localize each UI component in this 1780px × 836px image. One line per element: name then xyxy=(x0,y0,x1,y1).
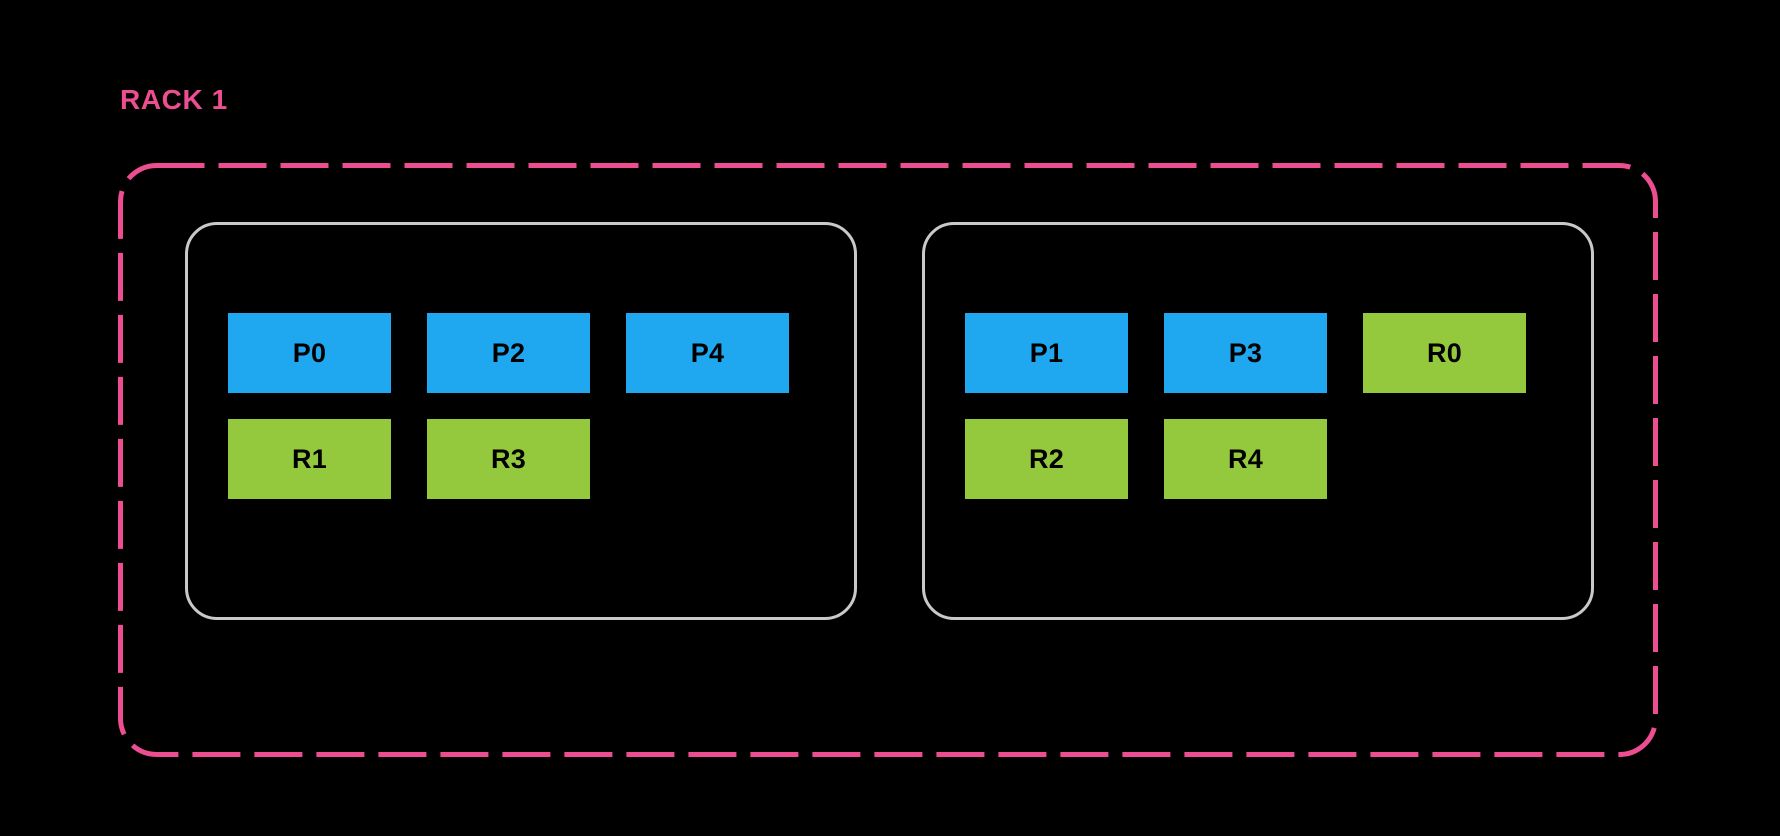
shard-box[interactable]: P3 xyxy=(1164,313,1327,393)
node-row-bottom-0: R1 R3 xyxy=(228,419,854,499)
shard-box[interactable]: R4 xyxy=(1164,419,1327,499)
node-row-top-1: P1 P3 R0 xyxy=(965,313,1591,393)
rack-label: RACK 1 xyxy=(120,84,228,115)
shard-box[interactable]: P0 xyxy=(228,313,391,393)
shard-box[interactable]: P2 xyxy=(427,313,590,393)
shard-box[interactable]: R2 xyxy=(965,419,1128,499)
node-shard-grid-1: P1 P3 R0 R2 R4 xyxy=(925,225,1591,617)
shard-box[interactable]: R3 xyxy=(427,419,590,499)
node-shard-grid-0: P0 P2 P4 R1 R3 xyxy=(188,225,854,617)
shard-box[interactable]: P1 xyxy=(965,313,1128,393)
node-container-0[interactable]: P0 P2 P4 R1 R3 xyxy=(185,222,857,620)
node-row-bottom-1: R2 R4 xyxy=(965,419,1591,499)
shard-slot-empty xyxy=(1363,419,1526,499)
node-row-top-0: P0 P2 P4 xyxy=(228,313,854,393)
shard-box[interactable]: P4 xyxy=(626,313,789,393)
node-container-1[interactable]: P1 P3 R0 R2 R4 xyxy=(922,222,1594,620)
shard-slot-empty xyxy=(626,419,789,499)
shard-box[interactable]: R0 xyxy=(1363,313,1526,393)
shard-box[interactable]: R1 xyxy=(228,419,391,499)
